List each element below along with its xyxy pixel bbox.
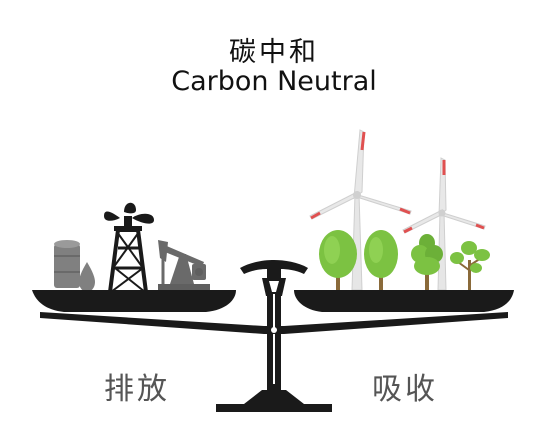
barrels-icon [54,240,80,288]
tree-icon [450,241,490,292]
emission-label: 排放 [104,372,170,407]
title-chinese: 碳中和 [229,37,319,68]
tree-icon [411,234,443,292]
wind-turbine-icon [309,129,412,291]
title-english: Carbon Neutral [171,66,377,97]
oil-derrick-icon [104,202,154,294]
oil-drop-icon [79,262,95,292]
tree-icon [319,230,357,292]
absorption-label: 吸收 [372,372,438,407]
pumpjack-icon [158,240,210,292]
tree-icon [364,230,398,292]
